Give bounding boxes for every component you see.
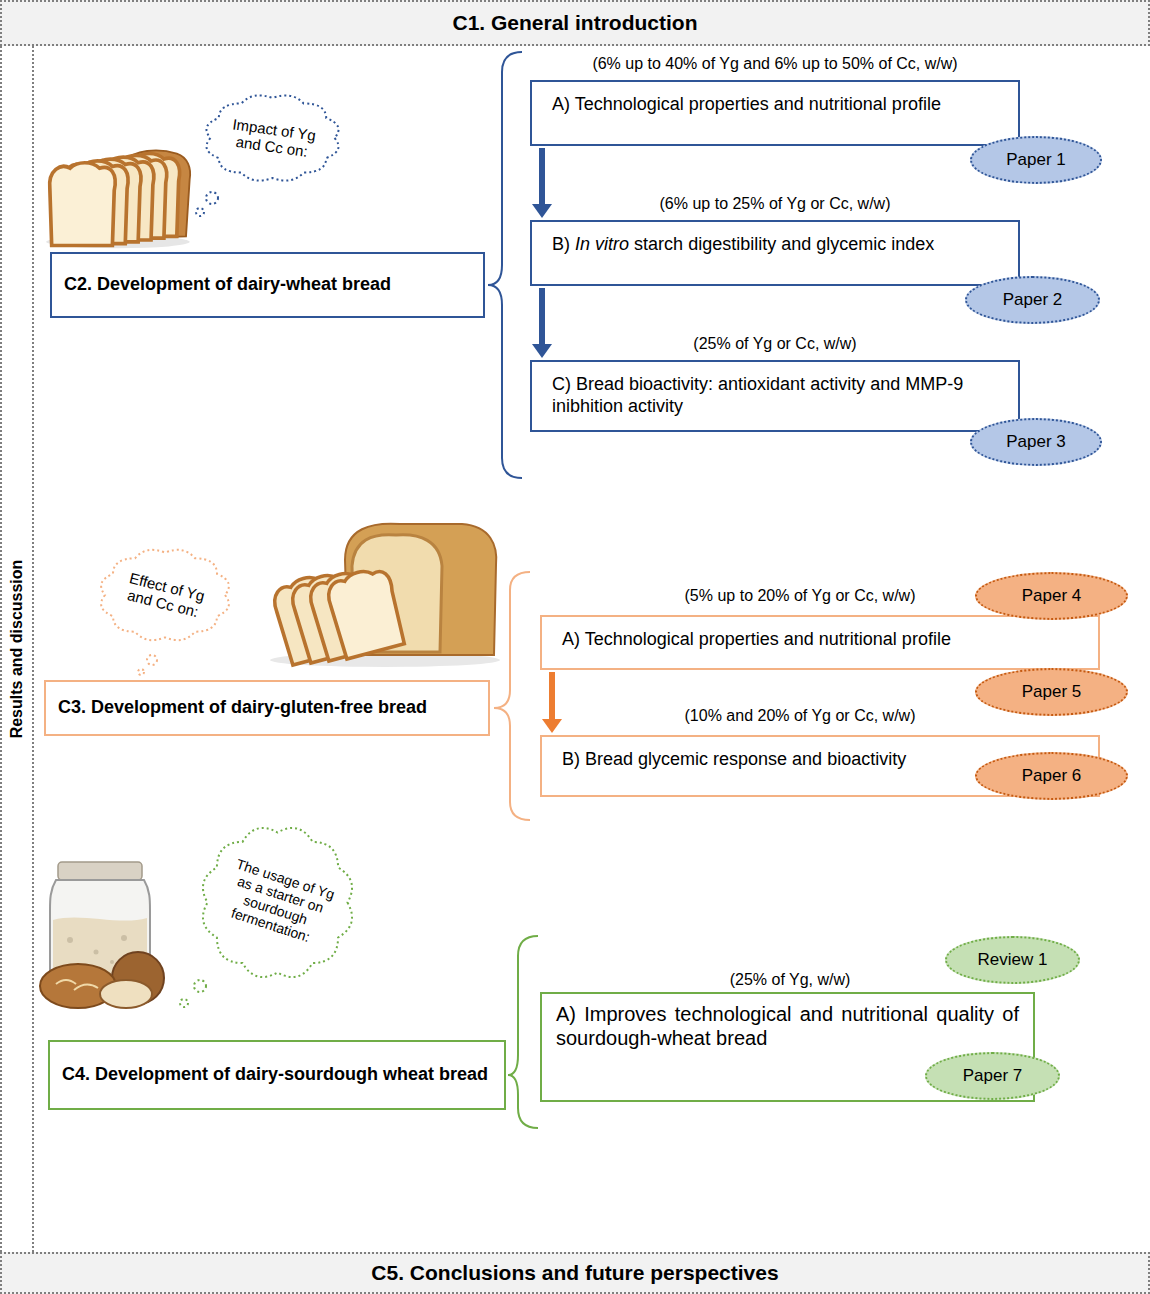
arrow-head xyxy=(532,344,552,358)
dosage-text: (25% of Yg, w/w) xyxy=(730,971,851,988)
topic-box: C) Bread bioactivity: antioxidant activi… xyxy=(530,360,1020,432)
topic-box: B) In vitro starch digestibility and gly… xyxy=(530,220,1020,286)
title-band: C1. General introduction xyxy=(0,0,1150,46)
cloud-tail xyxy=(138,655,157,675)
arrow-head xyxy=(532,204,552,218)
topic-box: A) Technological properties and nutritio… xyxy=(530,80,1020,146)
paper-label: Paper 3 xyxy=(1006,432,1066,452)
paper-label: Review 1 xyxy=(978,950,1048,970)
paper-label: Paper 1 xyxy=(1006,150,1066,170)
dosage-text: (6% up to 25% of Yg or Cc, w/w) xyxy=(660,195,891,212)
paper-label: Paper 4 xyxy=(1022,586,1082,606)
dosage-label: (10% and 20% of Yg or Cc, w/w) xyxy=(685,707,916,725)
section-band: Results and discussion xyxy=(0,46,34,1252)
dosage-text: (6% up to 40% of Yg and 6% up to 50% of … xyxy=(592,55,957,72)
box-text: B) In vitro starch digestibility and gly… xyxy=(552,234,998,256)
sourdough-jar-picture-part xyxy=(121,935,127,941)
arrow-shaft xyxy=(539,148,545,206)
cloud-tail-part xyxy=(147,655,157,665)
flow-arrow xyxy=(532,288,552,358)
cloud-outline-path xyxy=(203,828,352,977)
dosage-label: (5% up to 20% of Yg or Cc, w/w) xyxy=(685,587,916,605)
paper-label: Paper 6 xyxy=(1022,766,1082,786)
section-bracket xyxy=(494,572,530,820)
cloud-outline-path xyxy=(206,95,338,180)
paper-oval: Paper 4 xyxy=(975,572,1128,620)
box-text: B) Bread glycemic response and bioactivi… xyxy=(562,749,1078,771)
paper-label: Paper 5 xyxy=(1022,682,1082,702)
box-text: C5. Conclusions and future perspectives xyxy=(371,1261,778,1285)
paper-label: Paper 2 xyxy=(1003,290,1063,310)
paper-oval: Paper 5 xyxy=(975,668,1128,716)
sliced-bread-picture xyxy=(46,151,190,249)
cloud-tail-part xyxy=(138,669,144,675)
box-text: C) Bread bioactivity: antioxidant activi… xyxy=(552,374,998,417)
title-band: C5. Conclusions and future perspectives xyxy=(0,1252,1150,1294)
box-text: A) Technological properties and nutritio… xyxy=(562,629,1078,651)
cloud-tail xyxy=(196,192,218,216)
sourdough-jar-picture-part xyxy=(56,980,98,990)
paper-oval: Paper 2 xyxy=(965,276,1100,324)
italic-term: vitro xyxy=(595,234,629,254)
cloud-tail-part xyxy=(194,980,206,992)
paper-oval: Paper 3 xyxy=(970,418,1102,466)
dosage-label: (6% up to 40% of Yg and 6% up to 50% of … xyxy=(592,55,957,73)
cloud-tail-part xyxy=(206,192,218,204)
box-text: C3. Development of dairy-gluten-free bre… xyxy=(58,697,427,719)
sourdough-jar-picture-part xyxy=(100,980,152,1008)
sourdough-jar-picture-part xyxy=(58,862,142,880)
flow-arrow xyxy=(532,148,552,218)
section-box: C3. Development of dairy-gluten-free bre… xyxy=(44,680,490,736)
cloud-tail-part xyxy=(196,208,204,216)
arrow-shaft xyxy=(549,672,555,721)
dosage-text: (25% of Yg or Cc, w/w) xyxy=(693,335,856,352)
dosage-label: (25% of Yg, w/w) xyxy=(730,971,851,989)
gluten-free-bread-picture xyxy=(270,524,500,667)
box-text: A) Technological properties and nutritio… xyxy=(552,94,998,116)
section-bracket xyxy=(488,52,522,478)
sliced-bread-picture-part xyxy=(50,163,116,246)
cloud-tail-part xyxy=(180,999,188,1007)
sourdough-jar-picture xyxy=(40,862,164,1008)
flow-arrow xyxy=(542,672,562,733)
paper-oval: Paper 7 xyxy=(925,1052,1060,1100)
sourdough-jar-picture-part xyxy=(110,960,114,964)
box-text: C1. General introduction xyxy=(452,11,697,35)
sourdough-jar-picture-part xyxy=(94,950,99,955)
sourdough-jar-picture-part xyxy=(67,937,73,943)
gluten-free-bread-picture-part xyxy=(324,565,407,660)
box-text: C4. Development of dairy-sourdough wheat… xyxy=(62,1064,488,1086)
italic-term: In xyxy=(575,234,590,254)
box-text: Results and discussion xyxy=(8,560,26,739)
cloud-outline-path xyxy=(101,550,229,640)
arrow-shaft xyxy=(539,288,545,346)
paper-oval: Paper 6 xyxy=(975,752,1128,800)
section-bracket xyxy=(508,936,538,1128)
cloud-tail xyxy=(180,980,206,1007)
dosage-text: (10% and 20% of Yg or Cc, w/w) xyxy=(685,707,916,724)
thought-cloud: Effect of Yg and Cc on: xyxy=(90,542,240,648)
arrow-head xyxy=(542,719,562,733)
section-box: C4. Development of dairy-sourdough wheat… xyxy=(48,1040,506,1110)
dosage-text: (5% up to 20% of Yg or Cc, w/w) xyxy=(685,587,916,604)
box-text: A) Improves technological and nutritiona… xyxy=(556,1002,1019,1050)
box-text: C2. Development of dairy-wheat bread xyxy=(64,274,391,296)
topic-box: A) Technological properties and nutritio… xyxy=(540,615,1100,670)
paper-oval: Review 1 xyxy=(945,936,1080,984)
thought-cloud: The usage of Yg as a starter on sourdoug… xyxy=(190,815,365,990)
dosage-label: (6% up to 25% of Yg or Cc, w/w) xyxy=(660,195,891,213)
dosage-label: (25% of Yg or Cc, w/w) xyxy=(693,335,856,353)
section-box: C2. Development of dairy-wheat bread xyxy=(50,252,485,318)
paper-label: Paper 7 xyxy=(963,1066,1023,1086)
thought-cloud: Impact of Yg and Cc on: xyxy=(195,88,350,188)
paper-oval: Paper 1 xyxy=(970,136,1102,184)
